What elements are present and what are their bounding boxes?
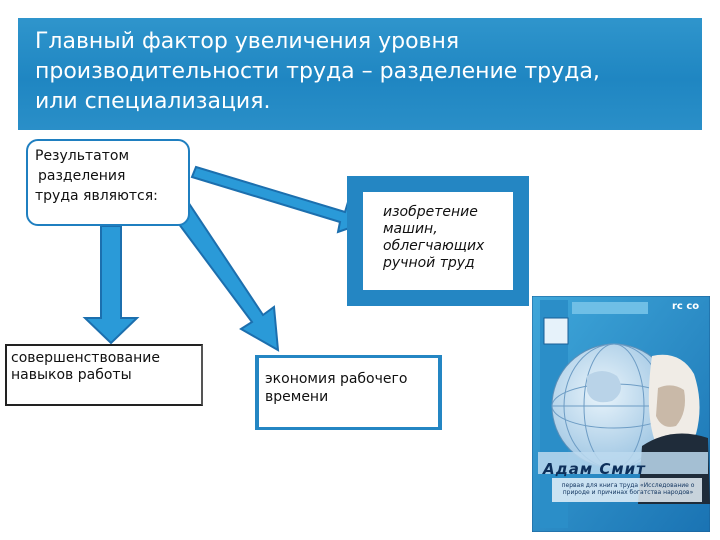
arrow-to-machines bbox=[190, 165, 360, 234]
book-code: rc co bbox=[672, 301, 700, 312]
machines-box-content: изобретение машин, облегчающих ручной тр… bbox=[363, 192, 513, 290]
skills-box: совершенствование навыков работы bbox=[5, 344, 203, 406]
cause-box: Результатом разделения труда являются: bbox=[26, 139, 190, 226]
skills-line-2: навыков работы bbox=[11, 367, 132, 383]
time-box: экономия рабочего времени bbox=[255, 355, 442, 430]
book-subtitle: первая для книга труда «Исследование о п… bbox=[561, 482, 695, 496]
time-box-content: экономия рабочего времени bbox=[259, 358, 438, 427]
arrow-to-skills bbox=[82, 225, 140, 345]
time-line-2: времени bbox=[265, 389, 329, 405]
machines-line-3: облегчающих bbox=[383, 238, 485, 254]
skills-line-1: совершенствование bbox=[11, 350, 160, 366]
machines-box: изобретение машин, облегчающих ручной тр… bbox=[347, 176, 529, 306]
book-cover-image bbox=[532, 296, 710, 532]
title-line-2: производительности труда – разделение тр… bbox=[35, 59, 600, 84]
title-banner bbox=[18, 18, 702, 130]
cause-line-1: Результатом bbox=[35, 148, 130, 164]
machines-line-4: ручной труд bbox=[383, 255, 475, 271]
time-line-1: экономия рабочего bbox=[265, 371, 408, 387]
cause-line-3: труда являются: bbox=[35, 188, 158, 204]
cause-line-2: разделения bbox=[38, 168, 126, 184]
title-line-3: или специализация. bbox=[35, 89, 271, 114]
machines-line-2: машин, bbox=[383, 221, 438, 237]
slide-title: Главный фактор увеличения уровня произво… bbox=[35, 27, 675, 117]
title-line-1: Главный фактор увеличения уровня bbox=[35, 29, 460, 54]
machines-line-1: изобретение bbox=[383, 204, 478, 220]
arrow-to-time bbox=[168, 197, 280, 352]
book-title: Адам Смит bbox=[543, 460, 646, 478]
